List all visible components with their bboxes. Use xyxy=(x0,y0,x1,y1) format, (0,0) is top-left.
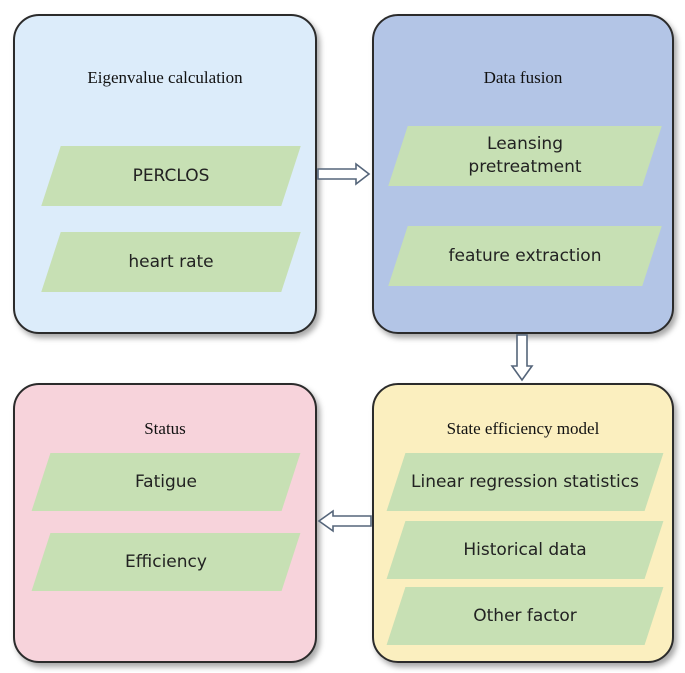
state-efficiency-model-box: State efficiency model Linear regression… xyxy=(372,383,674,663)
fatigue-label: Fatigue xyxy=(134,471,198,492)
linear-regression-label: Linear regression statistics xyxy=(411,471,639,492)
linear-regression-item: Linear regression statistics xyxy=(396,453,654,511)
arrow-down-icon xyxy=(510,334,534,382)
perclos-label: PERCLOS xyxy=(132,165,210,186)
other-factor-label: Other factor xyxy=(473,605,577,626)
other-factor-item: Other factor xyxy=(396,587,654,645)
feature-extraction-item: feature extraction xyxy=(398,226,652,286)
heart-rate-item: heart rate xyxy=(51,232,291,292)
arrow-right-icon xyxy=(317,162,371,186)
status-box: Status Fatigue Efficiency xyxy=(13,383,317,663)
historical-data-item: Historical data xyxy=(396,521,654,579)
heart-rate-label: heart rate xyxy=(128,251,214,272)
eigenvalue-calculation-box: Eigenvalue calculation PERCLOS heart rat… xyxy=(13,14,317,334)
arrow-left-icon xyxy=(317,509,372,533)
status-title: Status xyxy=(144,419,186,438)
efficiency-label: Efficiency xyxy=(125,551,207,572)
eigenvalue-calculation-title: Eigenvalue calculation xyxy=(87,68,243,87)
historical-data-label: Historical data xyxy=(463,539,587,560)
efficiency-item: Efficiency xyxy=(41,533,291,591)
state-efficiency-model-title: State efficiency model xyxy=(446,419,600,438)
feature-extraction-label: feature extraction xyxy=(448,245,602,266)
fatigue-item: Fatigue xyxy=(41,453,291,511)
data-fusion-title: Data fusion xyxy=(483,68,563,87)
data-fusion-box: Data fusion Leansing pretreatment featur… xyxy=(372,14,674,334)
leansing-pretreatment-label: Leansing pretreatment xyxy=(468,134,582,177)
leansing-pretreatment-item: Leansing pretreatment xyxy=(398,126,652,186)
perclos-item: PERCLOS xyxy=(51,146,291,206)
